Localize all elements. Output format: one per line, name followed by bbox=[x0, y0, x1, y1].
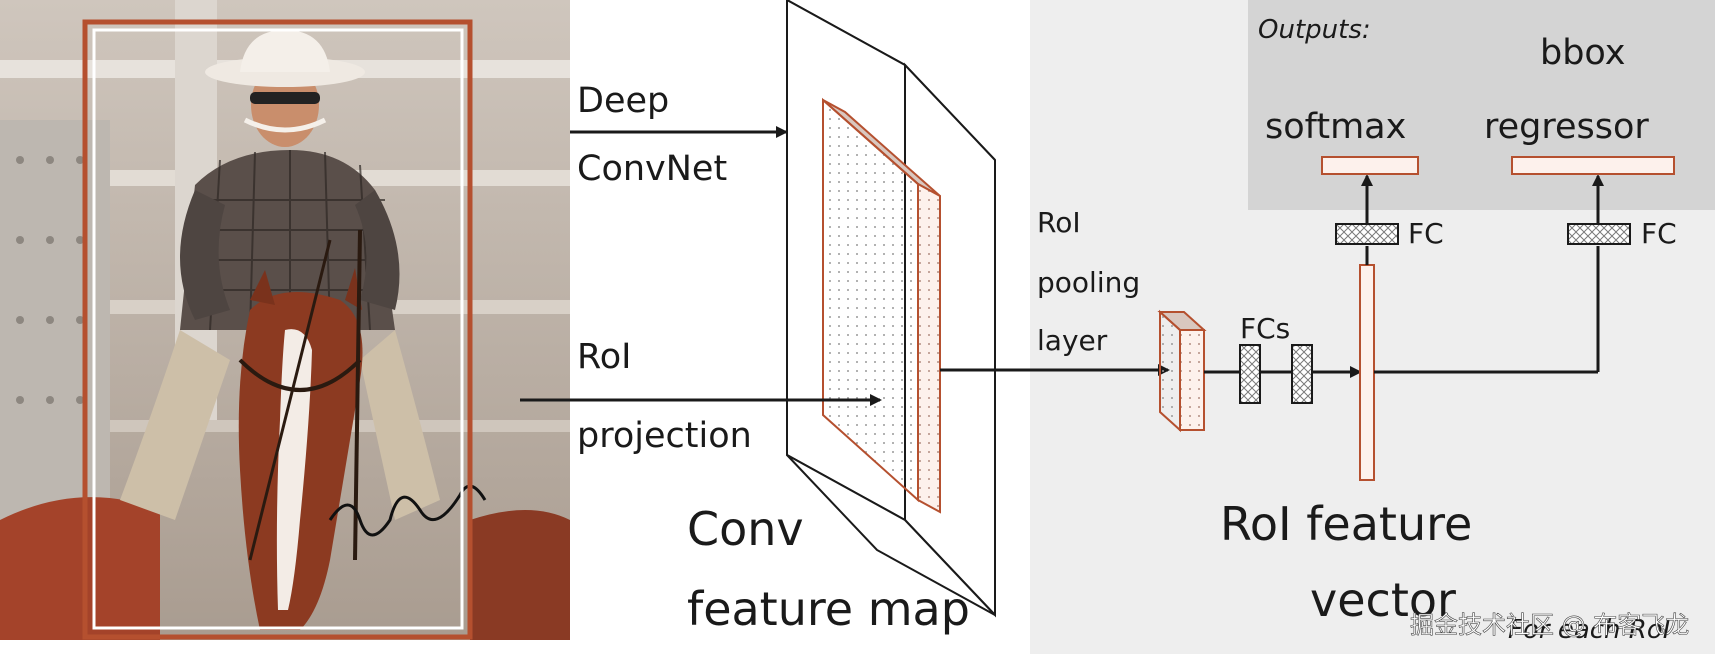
fc-block-softmax bbox=[1335, 223, 1399, 245]
label-roi-pooling-3: layer bbox=[1037, 324, 1108, 357]
label-vector: vector bbox=[1310, 573, 1456, 627]
label-outputs: Outputs: bbox=[1258, 15, 1371, 45]
label-softmax: softmax bbox=[1265, 107, 1406, 147]
fc-block-bbox bbox=[1567, 223, 1631, 245]
label-fc-bbox: FC bbox=[1641, 217, 1677, 250]
label-for-each-roi: For each RoI bbox=[1508, 615, 1670, 645]
label-roi-feature: RoI feature bbox=[1220, 497, 1472, 551]
roi-feature-vector-bar bbox=[1359, 264, 1375, 481]
label-roi-projection-2: projection bbox=[577, 416, 752, 456]
label-roi-pooling-2: pooling bbox=[1037, 266, 1140, 299]
label-convnet: ConvNet bbox=[577, 149, 727, 189]
label-fcs: FCs bbox=[1240, 312, 1290, 345]
roi-bounding-box-inner bbox=[92, 28, 464, 630]
label-bbox: bbox bbox=[1540, 33, 1625, 73]
watermark-text: 掘金技术社区 @ 布客飞龙 bbox=[1410, 611, 1689, 639]
input-image bbox=[0, 0, 570, 640]
bbox-output-bar bbox=[1511, 156, 1675, 175]
label-fc-softmax: FC bbox=[1408, 217, 1444, 250]
label-conv: Conv bbox=[687, 502, 804, 556]
label-roi-projection-1: RoI bbox=[577, 337, 631, 377]
label-roi-pooling-1: RoI bbox=[1037, 206, 1081, 239]
fc-block-2 bbox=[1291, 344, 1313, 404]
roi-pooling-block bbox=[1157, 309, 1207, 433]
roi-bounding-box-outer bbox=[82, 19, 473, 640]
label-deep: Deep bbox=[577, 81, 669, 121]
label-regressor: regressor bbox=[1484, 107, 1649, 147]
softmax-output-bar bbox=[1321, 156, 1419, 175]
fc-block-1 bbox=[1239, 344, 1261, 404]
label-feature-map: feature map bbox=[687, 582, 970, 636]
